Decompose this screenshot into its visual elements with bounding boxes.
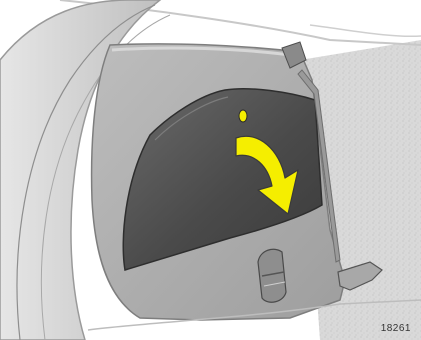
roof-trim-line xyxy=(310,25,421,36)
figure-reference-code: 18261 xyxy=(381,323,411,334)
cover-latch-marker xyxy=(239,110,247,122)
